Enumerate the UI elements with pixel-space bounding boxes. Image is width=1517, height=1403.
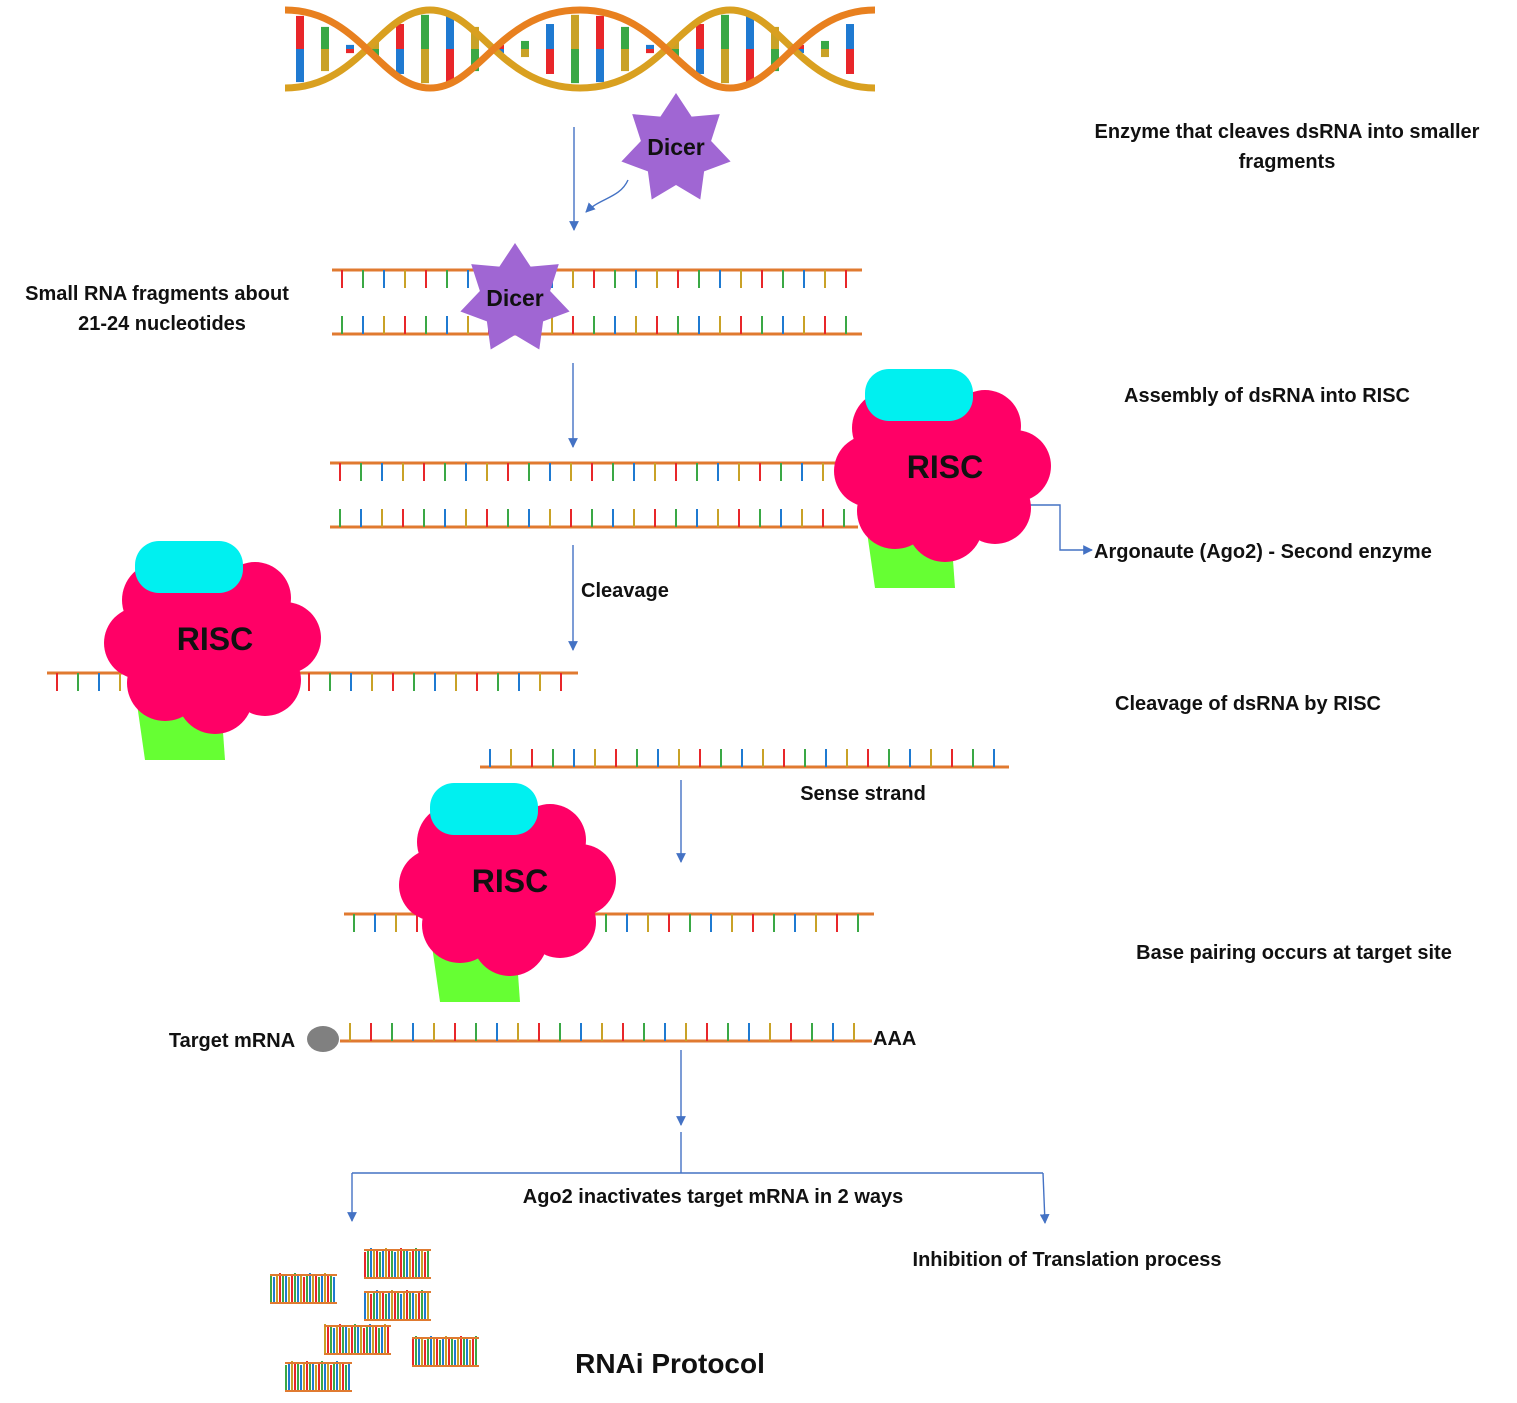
- degraded-mrna-fragments: [270, 1248, 479, 1392]
- mrna-cap-icon: [307, 1026, 339, 1052]
- risc-cap-icon: [430, 783, 538, 835]
- assembly-label: Assembly of dsRNA into RISC: [1124, 385, 1410, 407]
- mrna-fragment: [285, 1361, 352, 1392]
- risc-complex-cleavage: RISC: [104, 541, 321, 760]
- dicer-star-icon: [621, 93, 731, 200]
- dicer-note-line1: Enzyme that cleaves dsRNA into smaller: [1095, 121, 1480, 143]
- dsrna-strand-bottom: [330, 509, 858, 529]
- branch-arrow-right: [1039, 1172, 1050, 1224]
- dicer-note-line2: fragments: [1239, 151, 1336, 173]
- dicer-enzyme-middle: Dicer: [460, 243, 570, 350]
- rna-fragment-strand-top: [332, 268, 862, 288]
- dicer-label: Dicer: [486, 285, 544, 311]
- target-mrna-label: Target mRNA: [169, 1030, 295, 1052]
- risc-complex-assembly: RISC: [834, 369, 1051, 588]
- mrna-fragment: [412, 1336, 479, 1367]
- branch-arrows: [352, 1132, 1043, 1174]
- mrna-fragment: [364, 1290, 431, 1321]
- mrna-fragment: [324, 1324, 391, 1355]
- dicer-enzyme-top: Dicer: [621, 93, 731, 200]
- rna-fragment-strand-bottom: [332, 316, 862, 336]
- target-mrna-strand: [340, 1023, 872, 1043]
- poly-a-label: AAA: [873, 1028, 916, 1050]
- mrna-fragment: [364, 1248, 431, 1279]
- risc-cap-icon: [865, 369, 973, 421]
- dicer-star-icon: [460, 243, 570, 350]
- dna-helix-icon: [284, 6, 876, 92]
- risc-complex-target: RISC: [399, 783, 616, 1002]
- argonaute-label: Argonaute (Ago2) - Second enzyme: [1094, 541, 1432, 563]
- cleavage-label: Cleavage: [581, 580, 669, 602]
- sense-strand: [480, 749, 1009, 769]
- inhibition-label: Inhibition of Translation process: [913, 1249, 1222, 1271]
- base-pairing-label: Base pairing occurs at target site: [1136, 942, 1452, 964]
- small-rna-line1: Small RNA fragments about: [25, 283, 289, 305]
- dicer-label: Dicer: [647, 134, 705, 160]
- small-rna-line2: 21-24 nucleotides: [78, 313, 246, 335]
- risc-cloud-icon: [104, 548, 321, 734]
- risc-label: RISC: [907, 449, 983, 485]
- dicer-action-arrow: [585, 179, 629, 213]
- risc-cap-icon: [135, 541, 243, 593]
- risc-label: RISC: [177, 621, 253, 657]
- ago2-ways-label: Ago2 inactivates target mRNA in 2 ways: [523, 1186, 904, 1208]
- ago2-pointer-arrow: [1030, 504, 1093, 555]
- mrna-fragment: [270, 1273, 337, 1304]
- cleavage-by-risc-label: Cleavage of dsRNA by RISC: [1115, 693, 1381, 715]
- risc-label: RISC: [472, 863, 548, 899]
- dsrna-strand-top: [330, 461, 858, 481]
- sense-strand-label: Sense strand: [800, 783, 926, 805]
- protocol-title: RNAi Protocol: [575, 1348, 765, 1379]
